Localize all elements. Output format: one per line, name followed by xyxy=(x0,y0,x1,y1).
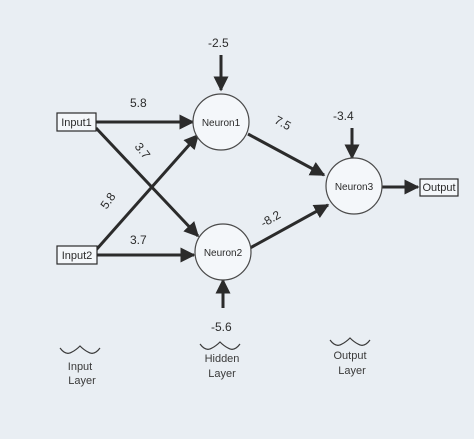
edge-neuron1-neuron3 xyxy=(247,132,326,177)
input1-label: Input1 xyxy=(61,117,92,129)
bias-neuron1: -2.5 xyxy=(208,36,229,50)
hidden-layer-label-line2: Layer xyxy=(208,368,236,380)
neuron2-label: Neuron2 xyxy=(204,248,243,259)
weight-input2-neuron2: 3.7 xyxy=(130,233,147,247)
input-layer-label-line1: Input xyxy=(68,361,92,373)
hidden-layer-brace xyxy=(199,341,241,350)
input1-box xyxy=(56,112,97,132)
input2-label: Input2 xyxy=(62,250,93,262)
weight-input1-neuron2: 3.7 xyxy=(132,140,154,162)
input-layer-label-line2: Layer xyxy=(68,375,96,387)
hidden-layer-label-line1: Hidden xyxy=(205,353,240,365)
output-layer-label-line1: Output xyxy=(333,350,366,362)
neuron3-label: Neuron3 xyxy=(335,182,374,193)
edge-input1-neuron2 xyxy=(94,126,200,238)
output-layer-brace xyxy=(329,337,371,346)
edge-input2-neuron1 xyxy=(94,133,200,251)
neuron1-circle xyxy=(192,93,250,151)
bias-neuron2: -5.6 xyxy=(211,320,232,334)
weight-neuron1-neuron3: 7.5 xyxy=(272,113,294,133)
neuron1-label: Neuron1 xyxy=(202,118,241,129)
output-label: Output xyxy=(422,182,455,194)
edge-neuron2-neuron3 xyxy=(249,203,330,250)
neuron2-circle xyxy=(194,223,252,281)
input2-box xyxy=(56,245,98,265)
input-layer-brace xyxy=(59,345,101,354)
bias-neuron3: -3.4 xyxy=(333,109,354,123)
output-layer-label-line2: Layer xyxy=(338,365,366,377)
weight-input1-neuron1: 5.8 xyxy=(130,96,147,110)
output-box xyxy=(419,178,459,197)
neuron3-circle xyxy=(325,157,383,215)
weight-neuron2-neuron3: -8.2 xyxy=(258,207,283,230)
weight-input2-neuron1: 5.8 xyxy=(98,190,119,212)
